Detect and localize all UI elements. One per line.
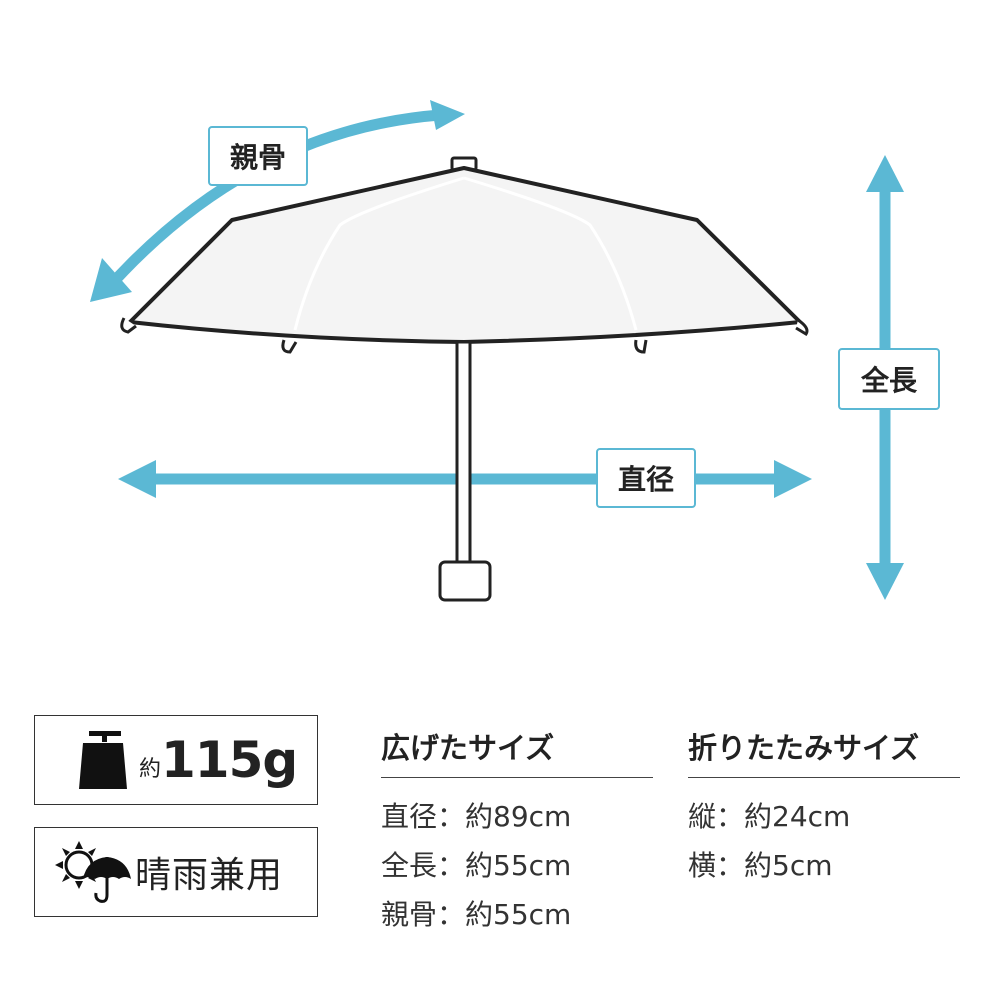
folded-size-list: 縦：約24cm 横：約5cm bbox=[688, 792, 960, 890]
rib-label: 親骨 bbox=[208, 126, 308, 186]
sun-rain-box: 晴雨兼用 bbox=[34, 827, 318, 917]
total-length-label: 全長 bbox=[838, 348, 940, 410]
spec-item-total-length: 全長：約55cm bbox=[381, 849, 572, 882]
folded-size-section: 折りたたみサイズ 縦：約24cm 横：約5cm bbox=[688, 725, 960, 890]
umbrella-shaft bbox=[438, 340, 492, 602]
spec-item-diameter: 直径：約89cm bbox=[381, 800, 572, 833]
spec-item-rib: 親骨：約55cm bbox=[381, 898, 572, 931]
weight-value: 115g bbox=[161, 731, 298, 789]
weight-prefix: 約 bbox=[139, 757, 162, 782]
weight-box: 約 115g bbox=[34, 715, 318, 805]
spec-item-height: 縦：約24cm bbox=[688, 800, 851, 833]
open-size-section: 広げたサイズ 直径：約89cm 全長：約55cm 親骨：約55cm bbox=[381, 725, 653, 939]
folded-size-heading: 折りたたみサイズ bbox=[688, 725, 960, 778]
usage-text: 晴雨兼用 bbox=[135, 855, 284, 896]
umbrella-canopy bbox=[120, 156, 809, 354]
open-size-heading: 広げたサイズ bbox=[381, 725, 653, 778]
umbrella-diagram bbox=[90, 100, 904, 602]
open-size-list: 直径：約89cm 全長：約55cm 親骨：約55cm bbox=[381, 792, 653, 939]
spec-item-width: 横：約5cm bbox=[688, 849, 833, 882]
weight-icon bbox=[79, 731, 127, 789]
diameter-label: 直径 bbox=[596, 448, 696, 508]
sun-rain-umbrella-icon bbox=[55, 841, 131, 903]
